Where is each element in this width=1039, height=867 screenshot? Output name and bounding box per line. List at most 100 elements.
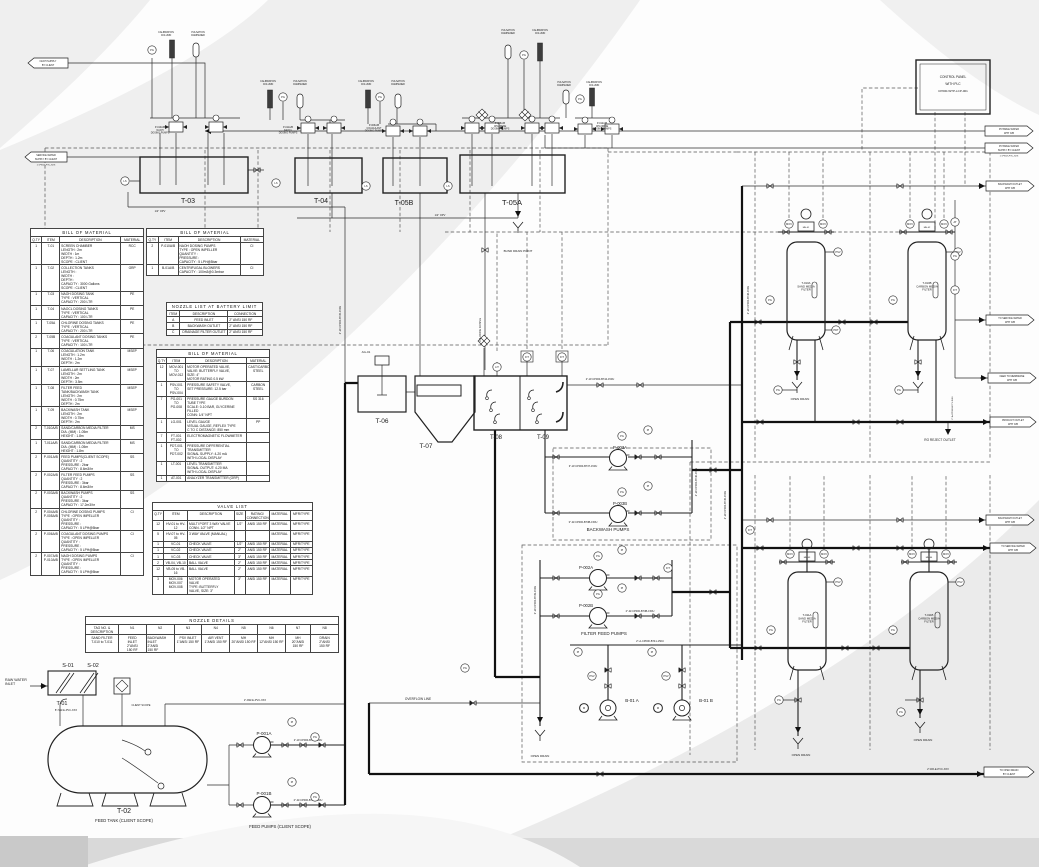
instrument-bubble-mov xyxy=(819,549,829,559)
instrument-bubble-pg xyxy=(896,707,906,717)
instrument-bubble-psv xyxy=(587,671,597,681)
tag-ag01: AG-01 xyxy=(362,350,371,354)
tag-t06: T-06 xyxy=(375,418,388,425)
instrument-tag: PG xyxy=(953,254,957,258)
label-ro-reject: RO REJECT OUTLET xyxy=(924,438,956,442)
instrument-tag: PG xyxy=(313,735,317,739)
tag-t03: T-03 xyxy=(181,198,195,205)
instrument-bubble-pi xyxy=(617,545,627,555)
instrument-bubble-pi xyxy=(647,647,657,657)
instrument-bubble-pg xyxy=(950,251,960,261)
instrument-bubble-pg xyxy=(765,295,775,305)
instrument-bubble-mov xyxy=(785,549,795,559)
instrument-bubble-pg xyxy=(773,385,783,395)
flag-product-outlet-label: WTP O/B xyxy=(1008,423,1018,426)
level-instrument-icon xyxy=(113,677,131,695)
label-chlorine-dosing: CHLORINE DOSING xyxy=(478,318,482,342)
tag-t08: T-08 xyxy=(490,435,503,441)
flag-potable-water-1-label: POTABLE WATER xyxy=(999,128,1019,131)
pipe-label: 8"-SW-E-PVC-XXX xyxy=(55,708,77,712)
instrument-bubble-pg xyxy=(774,695,784,705)
label-open-drain-1: OPEN DRAIN xyxy=(531,754,550,758)
instrument-tag: MOV xyxy=(907,222,913,226)
instrument-bubble-at xyxy=(950,217,960,227)
pipe-label: 3"-W-CP000-B73B-150U xyxy=(569,520,598,524)
instrument-bubble-pg xyxy=(593,551,603,561)
instrument-tag: MOV xyxy=(941,222,947,226)
instrument-tag: FIT xyxy=(525,355,529,359)
flag-feed-to-membrane xyxy=(987,372,1037,384)
instrument-tag: FIT xyxy=(666,566,670,570)
tag-t05b: T-05B xyxy=(395,200,414,207)
instrument-bubble-pg xyxy=(894,385,904,395)
tag-p003b: P-003B xyxy=(613,501,627,506)
flag-backwash-outlet-1-label: WTP O/B xyxy=(1005,187,1015,190)
instrument-tag: PSV xyxy=(955,250,960,254)
instrument-tag: PI xyxy=(621,548,624,552)
control-panel-tag: CP000-WTP-LCP-001 xyxy=(938,89,968,93)
flag-naoh-supply xyxy=(27,57,69,69)
tag-t04: T-04 xyxy=(314,198,328,205)
instrument-tag: PI xyxy=(291,780,294,784)
instrument-bubble-pg xyxy=(593,589,603,599)
instrument-tag: LS xyxy=(123,179,126,183)
screen-chamber-t01 xyxy=(47,670,97,696)
instrument-tag: PI xyxy=(651,650,654,654)
instrument-bubble-mov xyxy=(941,549,951,559)
instrument-tag: MOV xyxy=(820,222,826,226)
instrument-bubble-pg xyxy=(888,625,898,635)
instrument-tag: PG xyxy=(891,628,895,632)
instrument-tag: PG xyxy=(313,795,317,799)
instrument-tag: MOV xyxy=(787,552,793,556)
flag-feed-to-membrane-label: FEED TO MEMBRANE xyxy=(1000,375,1025,378)
control-panel-box xyxy=(915,59,991,115)
label-client-scope: CLIENT SCOPE xyxy=(132,703,151,707)
flag-potable-water-2 xyxy=(984,142,1034,154)
tag-p002b: P-002B xyxy=(579,603,593,608)
instrument-tag: PG xyxy=(777,698,781,702)
flag-product-outlet-label: PRODUCT OUTLET xyxy=(1002,419,1024,422)
instrument-tag: M xyxy=(657,706,659,710)
control-panel-title: CONTROL PANEL xyxy=(940,75,967,79)
tank-t04 xyxy=(294,157,363,194)
tank-t05b xyxy=(382,157,448,194)
instrument-tag: PSV xyxy=(957,580,962,584)
tag-p001a: P-001A xyxy=(256,731,271,736)
instrument-bubble-pi xyxy=(643,481,653,491)
instrument-tag: PI xyxy=(621,586,624,590)
tag-t09: T-09 xyxy=(537,435,550,441)
flag-product-outlet xyxy=(989,416,1037,428)
instrument-tag: PSV xyxy=(663,674,668,678)
flow-arrows xyxy=(40,128,989,777)
instrument-tag: PG xyxy=(596,554,600,558)
instrument-tag: FIT xyxy=(560,355,564,359)
flag-backwash-outlet-1 xyxy=(985,180,1035,192)
pipe-label: 3"-W-CP000-B737-150U xyxy=(569,464,598,468)
instrument-tag: PG xyxy=(768,298,772,302)
flag-naoh-supply-label: NAOH SUPPLY xyxy=(40,60,57,63)
blower-b01a-icon xyxy=(598,699,618,721)
tag-t07: T-07 xyxy=(419,443,432,450)
pipe-label: 1/2" OPV xyxy=(435,213,446,217)
flag-service-water-supply-label: SERVICE WATER xyxy=(36,154,56,157)
instrument-bubble-pg xyxy=(766,625,776,635)
tag-t05a: T-05A xyxy=(502,198,522,207)
instrument-bubble-pi xyxy=(287,777,297,787)
weir-nozzle-icon xyxy=(485,389,493,401)
flag-backwash-outlet-2 xyxy=(985,514,1035,526)
instrument-bubble-pg xyxy=(310,732,320,742)
